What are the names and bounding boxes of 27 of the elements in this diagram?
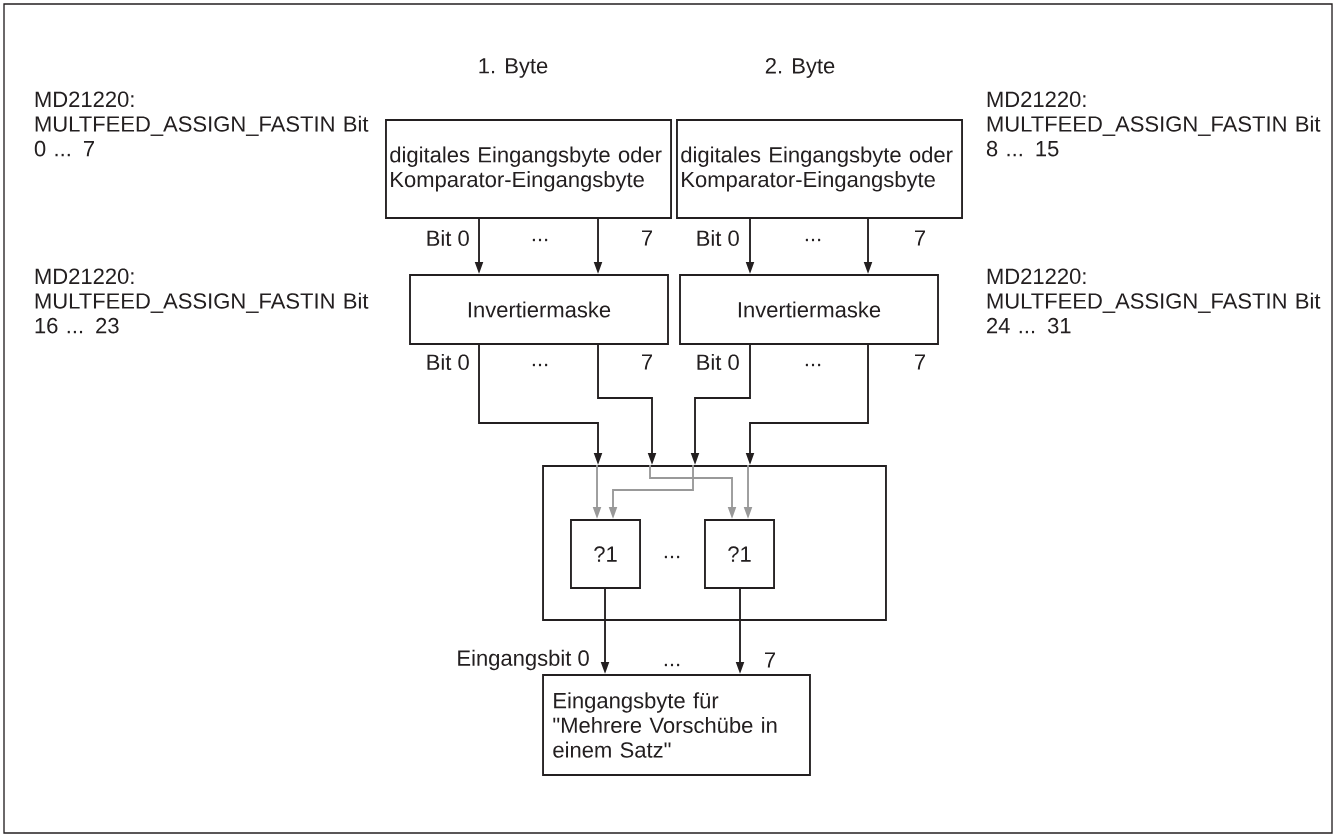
ellipsis: ... <box>664 555 680 559</box>
process-box: digitales Eingangsbyte oder Komparator-Eingangsbyte <box>385 119 672 219</box>
process-box: Invertiermaske <box>409 274 669 345</box>
ellipsis: ... <box>805 238 821 242</box>
edge-label: Bit 0 <box>697 229 739 247</box>
group-box <box>542 465 887 621</box>
byte-caption: 1. Byte <box>479 58 548 78</box>
byte-caption: 2. Byte <box>765 58 835 78</box>
parameter-label: MD21220: MULTFEED_ASSIGN_FASTIN Bit 16 ... 23 <box>35 268 369 334</box>
parameter-label: MD21220: MULTFEED_ASSIGN_FASTIN Bit 0 ... 7 <box>34 91 369 157</box>
edge-label: 7 <box>765 652 775 668</box>
edge-label: 7 <box>915 230 925 246</box>
ellipsis: ... <box>532 238 548 242</box>
process-box: Eingangsbyte für "Mehrere Vorschübe in einem Satz" <box>542 674 811 776</box>
parameter-label: MD21220: MULTFEED_ASSIGN_FASTIN Bit 8 ... 15 <box>986 91 1321 157</box>
edge-label: Bit 0 <box>427 353 469 371</box>
logic-gate-box: ?1 <box>570 519 641 589</box>
edge-label: 7 <box>642 354 652 370</box>
edge-label: Eingangsbit 0 <box>458 649 589 671</box>
process-box: Invertiermaske <box>679 274 939 345</box>
edge-label: Bit 0 <box>427 229 469 247</box>
edge-label: 7 <box>915 354 925 370</box>
parameter-label: MD21220: MULTFEED_ASSIGN_FASTIN Bit 24 ... 31 <box>987 268 1321 334</box>
process-box: digitales Eingangsbyte oder Komparator-Eingangsbyte <box>676 119 963 219</box>
edge-label: Bit 0 <box>697 353 739 371</box>
logic-gate-box: ?1 <box>704 519 775 589</box>
edge-label: 7 <box>642 230 652 246</box>
